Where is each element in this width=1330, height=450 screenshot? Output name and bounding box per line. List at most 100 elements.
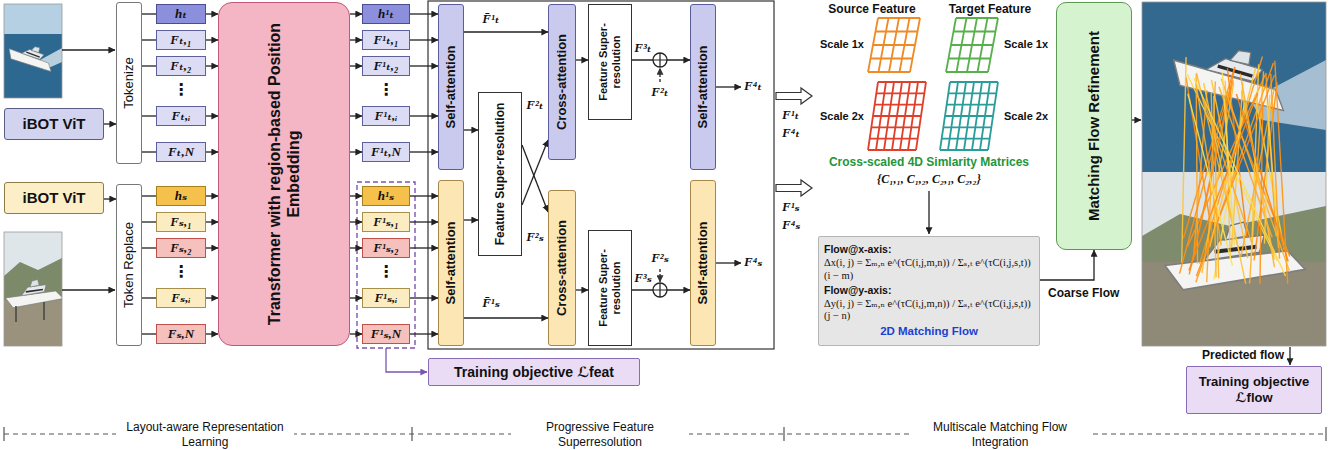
rotated-label: Feature Super-resolution (597, 234, 623, 342)
connector (464, 317, 548, 318)
hollow-arrow (776, 88, 812, 104)
token-box: h¹ₜ (362, 4, 410, 24)
section-label: Progressive Feature Superresolution (511, 420, 689, 450)
feature-symbol: F⁴ₛ (744, 254, 762, 270)
ellipsis: ⋮ (173, 80, 189, 100)
self-attention-box: Self-attention (438, 4, 464, 170)
connector (104, 123, 116, 124)
scale-label: Scale 2x (1004, 110, 1048, 124)
scale-label: Scale 1x (1004, 38, 1048, 52)
transformer-box: Transformer with region-based Position E… (218, 2, 350, 346)
grid-line (908, 82, 918, 150)
node-text: Training objective ℒflow (1192, 374, 1316, 405)
grid-line (988, 18, 998, 72)
connector (142, 65, 156, 66)
node-text: Fₛ,N (168, 327, 194, 342)
token-box: Fₛ,N (156, 324, 206, 344)
boat-hull (6, 46, 54, 76)
token-group-bracket (357, 182, 415, 348)
connector (464, 219, 478, 220)
connector (206, 65, 218, 66)
flow-label: Coarse Flow (1048, 286, 1119, 301)
node-text: Self-attention (443, 8, 459, 166)
token-box: Fₛ,ᵢ (156, 288, 206, 308)
similarity-grid (946, 18, 998, 72)
connector (350, 115, 362, 116)
photo-sky (4, 4, 62, 34)
token-box: Fₛ,₂ (156, 238, 206, 258)
node-text: Feature Super-resolution (597, 8, 623, 116)
node-text: Cross-attention (554, 194, 570, 342)
grid-line (978, 18, 988, 72)
boat-window (1214, 247, 1256, 252)
boat-bridge (31, 45, 40, 53)
encoder-box: iBOT ViT (4, 108, 104, 140)
self-attention-box: Self-attention (690, 180, 716, 346)
connector (350, 247, 362, 248)
node-text: h¹ₜ (378, 7, 394, 22)
rotated-label: Matching Flow Refinement (1085, 6, 1103, 246)
connector (206, 195, 218, 196)
flow-line (1202, 83, 1234, 273)
token-box: F¹ₛ,₁ (362, 212, 410, 232)
feature-symbol: F³ₜ (634, 40, 651, 56)
feature-symbol: F¹ₜ (782, 107, 799, 123)
flow-line (1182, 57, 1186, 263)
photo-sea (4, 34, 62, 98)
sum-symbol (653, 283, 667, 297)
grid-line (951, 44, 993, 46)
node-text: iBOT ViT (22, 189, 85, 207)
connector (410, 115, 438, 116)
node-text: Fₜ,₁ (170, 33, 191, 48)
node-text: iBOT ViT (22, 115, 85, 133)
node-text: F¹ₛ,₂ (373, 241, 398, 256)
connector (206, 247, 218, 248)
photo-frame (4, 232, 62, 346)
grid-line (871, 58, 913, 60)
cross-attention-box: Cross-attention (548, 4, 576, 160)
node-text: Feature Super-resolution (597, 234, 623, 342)
feature-symbol: F²ₜ (526, 97, 543, 113)
section-label: Multiscale Matching Flow Integration (911, 420, 1089, 450)
similarity-grid (868, 18, 920, 72)
connector (576, 59, 588, 60)
rotated-label: Self-attention (443, 184, 459, 342)
grid-line (868, 149, 916, 151)
connector (1040, 250, 1094, 280)
rotated-label: Transformer with region-based Position E… (265, 6, 303, 342)
connector (410, 195, 438, 196)
token-box: Fₜ,₁ (156, 30, 206, 50)
section-tick (411, 427, 412, 441)
token-box: F¹ₜ,₂ (362, 56, 410, 76)
node-text: hₛ (175, 189, 187, 204)
node-text: F¹ₜ,N (371, 145, 401, 160)
node-text: F¹ₛ,N (371, 327, 401, 342)
flow-line (1236, 94, 1288, 262)
feature-symbol: F²ₛ (651, 250, 669, 266)
rotated-label: Cross-attention (554, 8, 570, 156)
feature-symbol: F¹ₛ (782, 199, 800, 215)
section-tick (1325, 427, 1326, 441)
flow-arrow (1289, 347, 1290, 365)
grid-line (940, 149, 988, 151)
rotated-label: Self-attention (695, 8, 711, 166)
super-resolution-box: Feature Super-resolution (588, 4, 632, 120)
connector (350, 65, 362, 66)
feature-symbol: F⁴ₜ (744, 78, 762, 94)
flow-line (1264, 95, 1269, 244)
connector (142, 151, 156, 152)
connector (206, 39, 218, 40)
super-resolution-box: Feature Super-resolution (478, 92, 522, 256)
node-text: Transformer with region-based Position E… (265, 6, 303, 342)
grid-line (949, 58, 991, 60)
rotated-label: Feature Super-resolution (597, 8, 623, 116)
token-box: F¹ₜ,ᵢ (362, 106, 410, 126)
token-box: hₛ (156, 186, 206, 206)
encoder-box: iBOT ViT (4, 182, 104, 214)
connector (142, 333, 156, 334)
connector (206, 115, 218, 116)
connector (350, 39, 362, 40)
feature-symbol: F⁴ₛ (782, 217, 800, 233)
formula-box: Flow@x-axis:Δx(i, j) = Σₘ,ₙ e^(τC(i,j,m,… (818, 236, 1040, 346)
grid-line (910, 18, 920, 72)
